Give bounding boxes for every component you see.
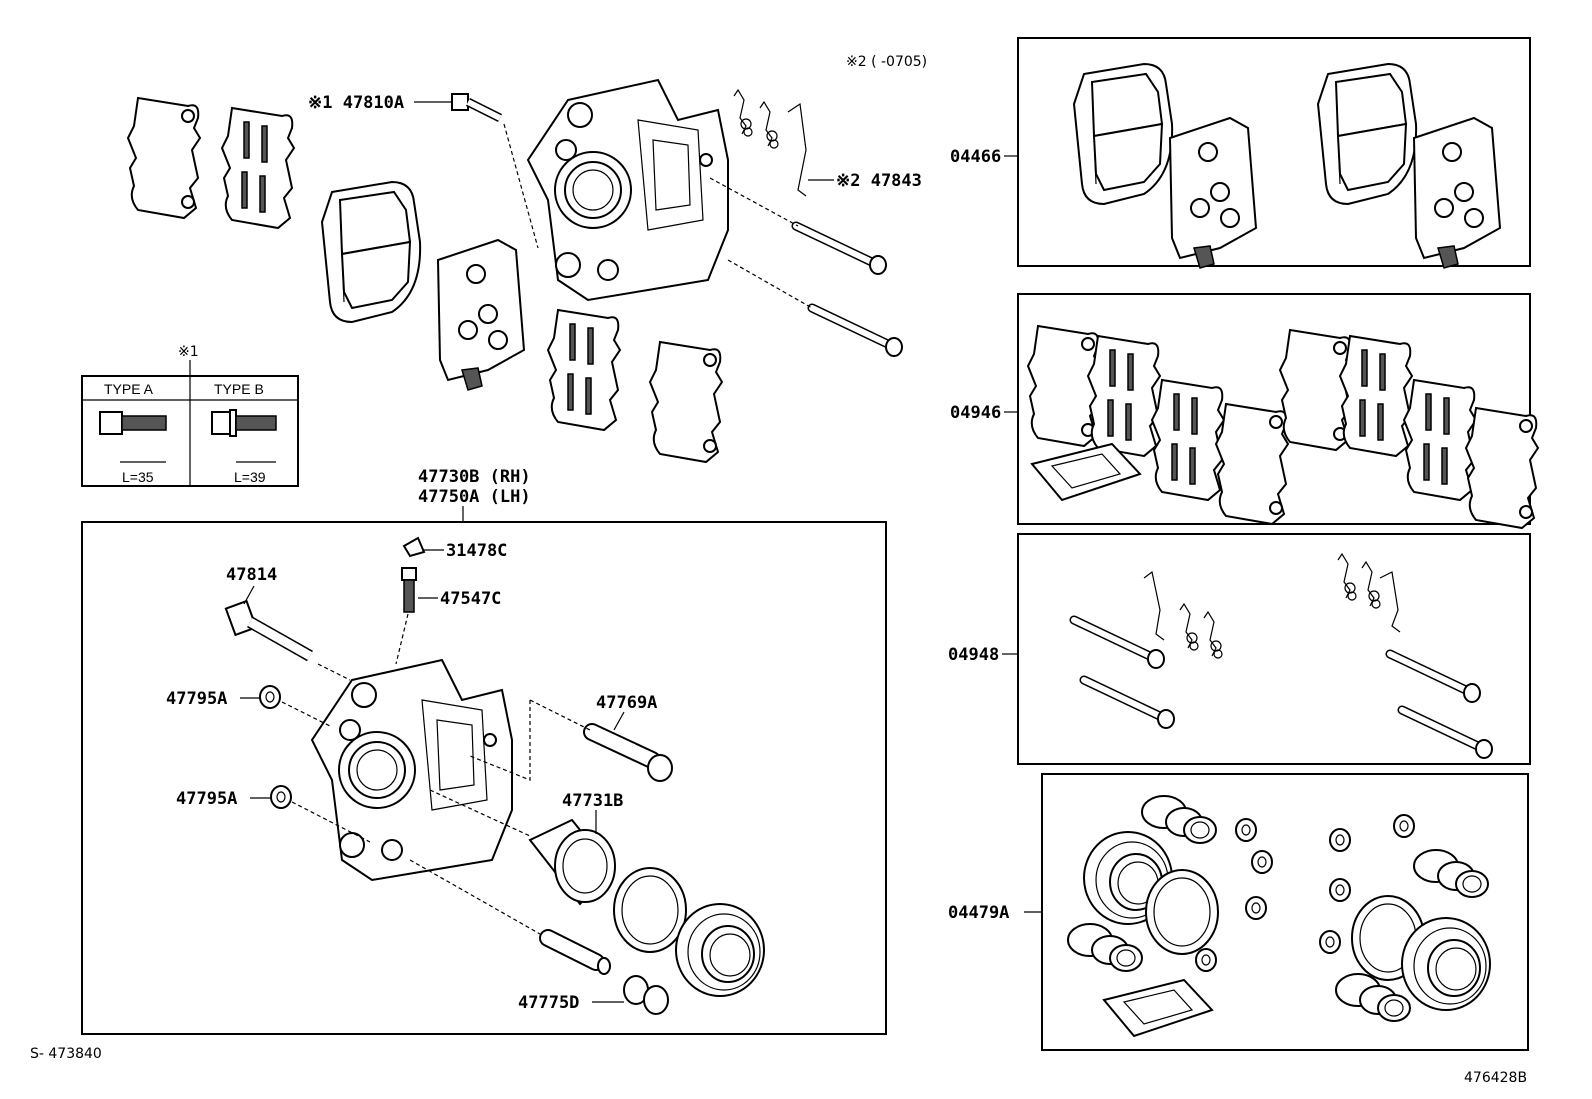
washer-47795a-upper <box>259 685 281 709</box>
bleeder-plug <box>401 567 417 613</box>
label-04466: 04466 <box>950 147 1001 167</box>
label-47843: ※2 47843 <box>836 171 922 191</box>
piston-47731b <box>528 818 616 906</box>
label-04479a: 04479A <box>948 903 1009 923</box>
bleeder-cap <box>402 536 426 558</box>
label-47795a-upper: 47795A <box>166 689 227 709</box>
label-47730b: 47730B (RH) <box>418 467 531 487</box>
caliper-body <box>311 659 513 881</box>
label-47769a: 47769A <box>596 693 657 713</box>
brake-pad-outer <box>321 181 422 323</box>
label-04946: 04946 <box>950 403 1001 423</box>
piston-dust-boot <box>675 903 765 997</box>
bolt-type-table: ※1 TYPE A TYPE B L=35 L=39 <box>81 344 299 487</box>
label-47775d: 47775D <box>518 993 579 1013</box>
label-31478c: 31478C <box>446 541 507 561</box>
kit-box-04948 <box>1017 533 1531 765</box>
lower-caliper-parts <box>224 536 765 1015</box>
label-47547c: 47547C <box>440 589 501 609</box>
bolt-47814 <box>224 599 313 662</box>
upper-pad-group <box>127 79 902 463</box>
brake-pad-inner <box>437 239 525 391</box>
slide-bushing-47775d <box>623 975 669 1015</box>
label-47810a: ※1 47810A <box>308 93 404 113</box>
label-47750a: 47750A (LH) <box>418 487 531 507</box>
label-47795a-lower: 47795A <box>176 789 237 809</box>
type-b-header: TYPE B <box>214 381 264 397</box>
pad-support-pins <box>796 226 902 356</box>
type-a-header: TYPE A <box>104 381 154 397</box>
slide-pin-47769a <box>583 723 673 782</box>
table-note: ※1 <box>178 344 199 360</box>
outer-shim-lower <box>649 341 723 463</box>
kit-04479a-seals <box>1067 795 1491 1037</box>
caliper-mounting-bracket <box>527 79 729 301</box>
washer-47795a-lower <box>270 785 292 809</box>
slide-pin-lower <box>539 929 611 975</box>
leader-47769a <box>613 711 625 731</box>
caliper-assembly-box <box>81 521 887 1035</box>
outer-anti-squeal-shim <box>127 97 201 219</box>
label-47814: 47814 <box>226 565 277 585</box>
note-serial-range: ※2 ( -0705) <box>846 54 927 70</box>
label-47731b: 47731B <box>562 791 623 811</box>
label-04948: 04948 <box>948 645 999 665</box>
kit-04948-pins-clips <box>1074 553 1492 758</box>
type-a-length: L=35 <box>122 469 154 485</box>
type-b-length: L=39 <box>234 469 266 485</box>
kit-04466-pads <box>1073 63 1501 269</box>
kit-04946-shims <box>1027 325 1539 529</box>
bolt-47810a <box>451 93 503 123</box>
leader-47814 <box>243 585 255 605</box>
kit-box-04946 <box>1017 293 1531 525</box>
piston-seal <box>613 867 687 953</box>
pad-clips <box>733 89 807 197</box>
diagram-id: S- 473840 <box>30 1046 102 1062</box>
kit-box-04466 <box>1017 37 1531 267</box>
type-b-bolt-icon <box>211 409 277 437</box>
inner-shim-lower <box>547 309 621 431</box>
inner-anti-squeal-shim <box>221 107 295 229</box>
figure-number: 476428B <box>1464 1070 1527 1086</box>
type-a-bolt-icon <box>99 411 167 435</box>
